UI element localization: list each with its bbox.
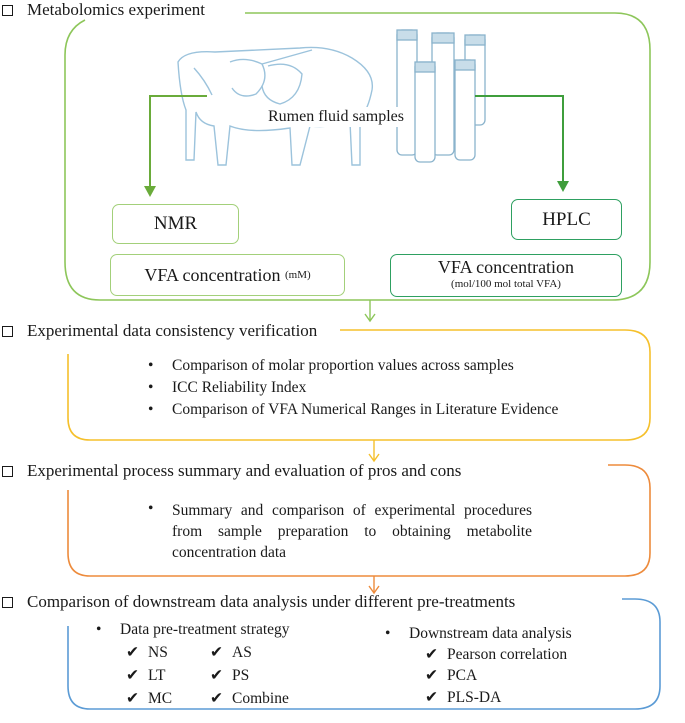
cow-illustration: [177, 46, 374, 166]
list-item: ✔PS: [210, 667, 250, 684]
check-mark-icon: ✔: [126, 690, 139, 707]
section3-frame: [67, 464, 651, 577]
list-item: ✔NS: [126, 644, 168, 661]
checkbox-icon: [2, 597, 13, 608]
list-item: ✔MC: [126, 690, 173, 707]
list-item: ✔PCA: [425, 667, 478, 684]
nmr-result-box: VFA concentration (mM): [110, 254, 345, 296]
arrow-s3-to-s4: [368, 576, 380, 595]
check-mark-icon: ✔: [210, 690, 223, 707]
arrow-to-hplc: [475, 95, 569, 192]
nmr-result-text: VFA concentration: [144, 264, 281, 285]
nmr-result-unit: (mM): [284, 269, 311, 281]
arrow-to-nmr: [144, 95, 207, 197]
list-item: ✔AS: [210, 644, 252, 661]
section4-heading: Comparison of downstream data analysis u…: [2, 592, 515, 612]
list-item: •Comparison of VFA Numerical Ranges in L…: [148, 401, 559, 418]
hplc-result-text: VFA concentration: [437, 256, 575, 277]
checkbox-icon: [2, 5, 13, 16]
check-mark-icon: ✔: [126, 644, 139, 661]
list-item: ✔LT: [126, 667, 166, 684]
pretreatment-header: •Data pre-treatment strategy: [96, 621, 290, 638]
checkbox-icon: [2, 466, 13, 477]
list-item: •ICC Reliability Index: [148, 379, 307, 396]
section2-frame: [67, 329, 651, 441]
list-item: ✔PLS-DA: [425, 689, 502, 706]
hplc-result-box: VFA concentration (mol/100 mol total VFA…: [390, 254, 622, 297]
arrow-s2-to-s3: [368, 440, 380, 463]
hplc-box: HPLC: [511, 199, 622, 240]
check-mark-icon: ✔: [425, 689, 438, 706]
list-item: Summary and comparison of experimental p…: [172, 502, 532, 561]
section3-heading: Experimental process summary and evaluat…: [2, 461, 461, 481]
check-mark-icon: ✔: [210, 644, 223, 661]
bullet-dot: •: [148, 500, 154, 517]
section1-frame: [64, 12, 651, 301]
check-mark-icon: ✔: [126, 667, 139, 684]
hplc-result-unit: (mol/100 mol total VFA): [451, 277, 561, 290]
analysis-header: •Downstream data analysis: [385, 625, 572, 642]
check-mark-icon: ✔: [210, 667, 223, 684]
list-item: •Comparison of molar proportion values a…: [148, 357, 514, 374]
list-item: ✔Pearson correlation: [425, 646, 568, 663]
sample-label: Rumen fluid samples: [264, 107, 408, 127]
arrow-s1-to-s2: [364, 300, 376, 323]
check-mark-icon: ✔: [425, 646, 438, 663]
section1-heading: Metabolomics experiment: [2, 0, 205, 20]
sample-tubes-illustration: [396, 29, 486, 163]
check-mark-icon: ✔: [425, 667, 438, 684]
list-item: ✔Combine: [210, 690, 289, 707]
checkbox-icon: [2, 326, 13, 337]
section2-heading: Experimental data consistency verificati…: [2, 321, 317, 341]
nmr-box: NMR: [112, 204, 239, 244]
section4-frame: [67, 598, 661, 710]
hplc-label: HPLC: [542, 208, 591, 230]
nmr-label: NMR: [153, 213, 198, 234]
